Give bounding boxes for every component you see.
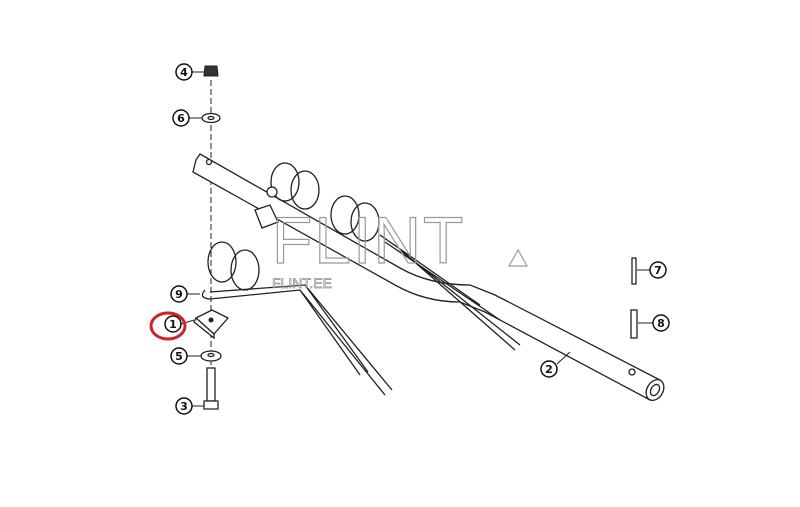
washer-part-6 [201,112,221,124]
callout-5[interactable]: 5 [170,347,188,365]
bolt-part-3 [203,367,219,410]
callout-3[interactable]: 3 [175,397,193,415]
spring-tines-upper [266,162,521,351]
callout-number: 3 [180,400,188,413]
nut-part-4 [203,65,219,77]
spring-tine-9 [201,241,393,396]
callout-number: 8 [657,317,665,330]
flint-watermark: FLINT FLINT.EE [271,202,529,291]
callout-number: 2 [545,363,553,376]
callout-2[interactable]: 2 [540,360,558,378]
clamp-bracket [254,204,279,229]
pin-part-8 [630,309,638,339]
callout-4[interactable]: 4 [175,63,193,81]
callout-number: 7 [654,264,662,277]
pin-part-7 [631,257,637,285]
leader-lines [180,71,653,407]
tine-bar-tube [192,153,665,401]
callout-6[interactable]: 6 [172,109,190,127]
watermark-brand: FLINT [272,203,465,277]
callout-1[interactable]: 1 [164,315,182,333]
watermark-triangle-icon [507,248,529,267]
callout-8[interactable]: 8 [652,314,670,332]
callout-number: 9 [175,288,183,301]
clamp-plate-part-1 [193,309,230,340]
callout-number: 1 [169,318,177,331]
washer-part-5 [200,350,222,362]
callout-7[interactable]: 7 [649,261,667,279]
callout-number: 6 [177,112,185,125]
callout-9[interactable]: 9 [170,285,188,303]
callout-number: 4 [180,66,188,79]
callout-number: 5 [175,350,183,363]
highlight-ring [149,311,187,341]
watermark-site: FLINT.EE [272,275,332,291]
